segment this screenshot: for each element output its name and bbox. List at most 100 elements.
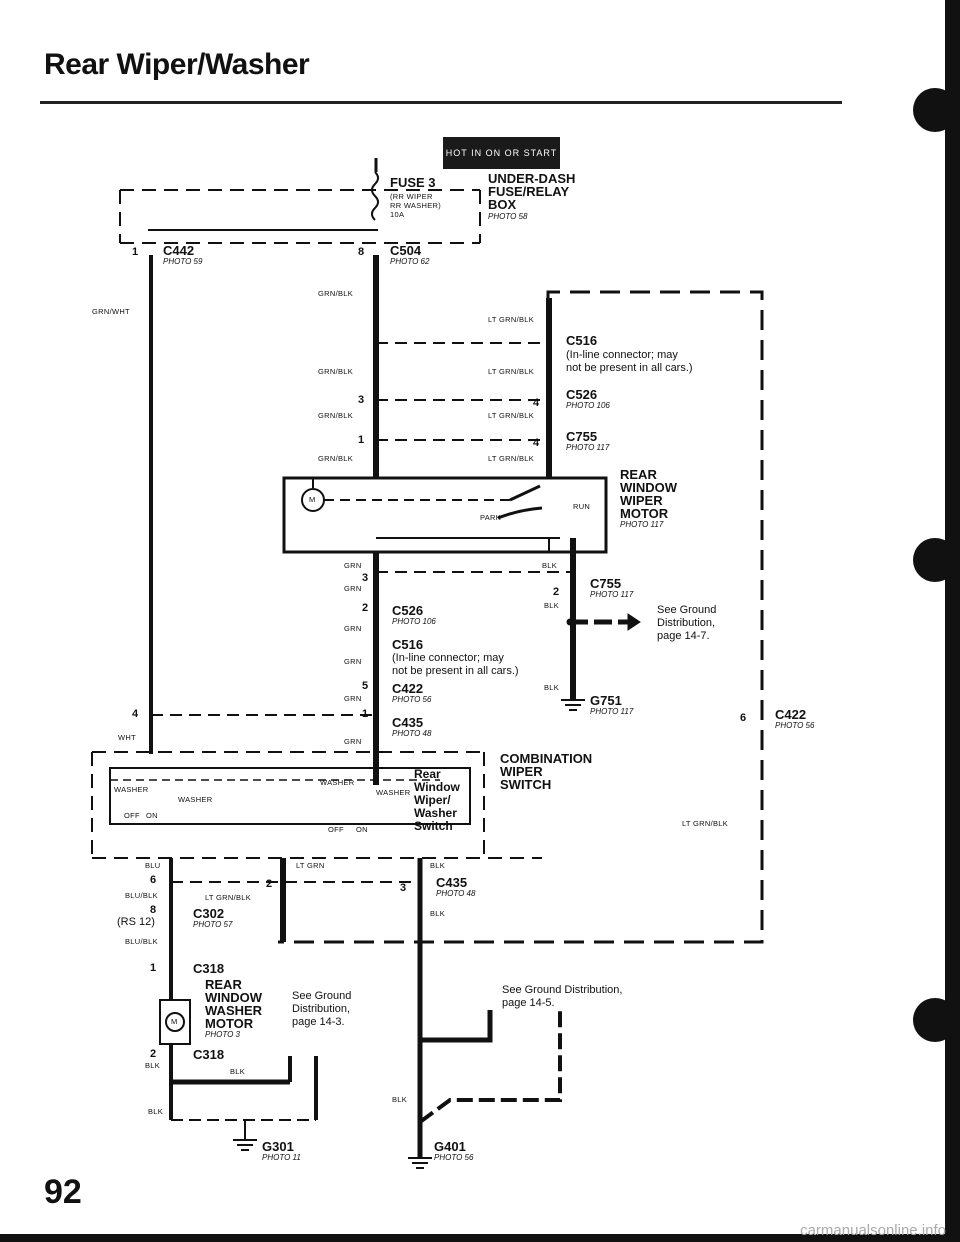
c516-top-note1: (In-line connector; may — [566, 349, 678, 361]
label-grn-3: GRN — [344, 624, 362, 633]
combo-washer-1: WASHER — [114, 785, 149, 794]
combo-off-2: OFF — [328, 825, 344, 834]
c526-top-photo: PHOTO 106 — [566, 401, 610, 410]
c526-top-name: C526 — [566, 387, 598, 402]
g401-photo: PHOTO 56 — [434, 1153, 474, 1162]
c318-top-name: C318 — [193, 961, 225, 976]
g751-photo: PHOTO 117 — [590, 707, 634, 716]
c516-bot-note2: not be present in all cars.) — [392, 665, 519, 677]
label-lt-grn-blk-2: LT GRN/BLK — [488, 367, 535, 376]
wiper-motor-photo: PHOTO 117 — [620, 520, 664, 529]
label-grn-blk-2: GRN/BLK — [318, 367, 354, 376]
watermark: carmanualsonline.info — [800, 1222, 946, 1239]
c302-photo: PHOTO 57 — [193, 920, 233, 929]
c526-bot-name: C526 — [392, 603, 424, 618]
c755-top-name: C755 — [566, 429, 598, 444]
combo-washer-2: WASHER — [178, 795, 213, 804]
ground-143-note3: page 14-3. — [292, 1016, 345, 1028]
g401-name: G401 — [434, 1139, 466, 1154]
combo-switch-inner — [109, 767, 471, 825]
c755-top-photo: PHOTO 117 — [566, 443, 610, 452]
ground-143-note1: See Ground — [292, 990, 352, 1002]
label-blu-blk-2: BLU/BLK — [125, 937, 158, 946]
blu-pin: 6 — [150, 874, 157, 886]
c422-mid-name: C422 — [392, 681, 424, 696]
wht-pin: 4 — [132, 708, 139, 720]
c755-bot-pin-l: 3 — [362, 572, 369, 584]
c442-pin: 1 — [132, 246, 139, 258]
label-grn-6: GRN — [344, 737, 362, 746]
washer-motor-line4: MOTOR — [205, 1016, 254, 1031]
c318-bot-name: C318 — [193, 1047, 225, 1062]
label-blk-4: BLK — [430, 861, 446, 870]
label-blk-5: BLK — [430, 909, 446, 918]
g301-name: G301 — [262, 1139, 294, 1154]
label-lt-grn: LT GRN — [296, 861, 325, 870]
combo-switch-outline — [91, 751, 542, 859]
label-grn-2: GRN — [344, 584, 362, 593]
wiper-motor-line4: MOTOR — [620, 506, 669, 521]
label-lt-grn-blk-4: LT GRN/BLK — [488, 454, 535, 463]
label-lt-grn-blk-right: LT GRN/BLK — [682, 819, 729, 828]
washer-motor-box — [159, 999, 191, 1045]
label-blu: BLU — [145, 861, 161, 870]
ground-147-note3: page 14-7. — [657, 630, 710, 642]
fuse-3-desc1: (RR WIPER — [390, 192, 433, 201]
combo-on-2: ON — [356, 825, 368, 834]
label-wht: WHT — [118, 733, 136, 742]
combo-sub3: Wiper/ — [414, 793, 451, 807]
label-blk-1: BLK — [542, 561, 558, 570]
title-rule — [40, 101, 842, 104]
combo-washer-4: WASHER — [376, 788, 411, 797]
combo-switch-line2: WIPER — [500, 764, 543, 779]
lt-grn-pin: 2 — [266, 878, 273, 890]
c442-name: C442 — [163, 243, 195, 258]
label-blk-6: BLK — [145, 1061, 161, 1070]
c318-top-pin: 1 — [150, 962, 157, 974]
binding-strip — [945, 0, 960, 1242]
ground-145-note2: page 14-5. — [502, 997, 555, 1009]
c422-mid-photo: PHOTO 56 — [392, 695, 432, 704]
label-blk-3: BLK — [544, 683, 560, 692]
c526-bot-pin: 2 — [362, 602, 369, 614]
c435-bot-photo: PHOTO 48 — [436, 889, 476, 898]
c422-mid-pin: 5 — [362, 680, 369, 692]
wiper-motor-line1: REAR — [620, 467, 657, 482]
fuse-box-line3: BOX — [488, 197, 517, 212]
label-lt-grn-blk-3: LT GRN/BLK — [488, 411, 535, 420]
c504-pin: 8 — [358, 246, 365, 258]
combo-off-1: OFF — [124, 811, 140, 820]
c318-bot-pin: 2 — [150, 1048, 157, 1060]
c435-mid-pin: 1 — [362, 708, 369, 720]
combo-switch-line3: SWITCH — [500, 777, 552, 792]
fuse-box-photo: PHOTO 58 — [488, 212, 528, 221]
fuse-3-desc2: RR WASHER) — [390, 201, 442, 210]
c516-top-note2: not be present in all cars.) — [566, 362, 693, 374]
label-blk-9: BLK — [392, 1095, 408, 1104]
washer-motor-photo: PHOTO 3 — [205, 1030, 240, 1039]
c302-variant: (RS 12) — [117, 916, 155, 928]
label-grn-blk-1: GRN/BLK — [318, 289, 354, 298]
c516-bot-note1: (In-line connector; may — [392, 652, 504, 664]
ground-147-note1: See Ground — [657, 604, 717, 616]
fuse-box-line2: FUSE/RELAY — [488, 184, 570, 199]
c422-right-photo: PHOTO 56 — [775, 721, 815, 730]
c302-name: C302 — [193, 906, 225, 921]
page-title: Rear Wiper/Washer — [44, 48, 310, 81]
c435-mid-name: C435 — [392, 715, 424, 730]
label-grn-wht: GRN/WHT — [92, 307, 130, 316]
label-blk-2: BLK — [544, 601, 560, 610]
hot-label: HOT IN ON OR START — [443, 137, 560, 169]
c755-top-pin-l: 1 — [358, 434, 365, 446]
washer-motor-line1: REAR — [205, 977, 242, 992]
ground-145-ref — [420, 1010, 493, 1043]
ground-147-note2: Distribution, — [657, 617, 716, 629]
label-grn-5: GRN — [344, 694, 362, 703]
combo-sub4: Washer — [414, 806, 457, 820]
c516-bot-name: C516 — [392, 637, 424, 652]
label-grn-4: GRN — [344, 657, 362, 666]
label-blk-8: BLK — [148, 1107, 164, 1116]
label-blk-7: BLK — [230, 1067, 246, 1076]
combo-on-1: ON — [146, 811, 158, 820]
